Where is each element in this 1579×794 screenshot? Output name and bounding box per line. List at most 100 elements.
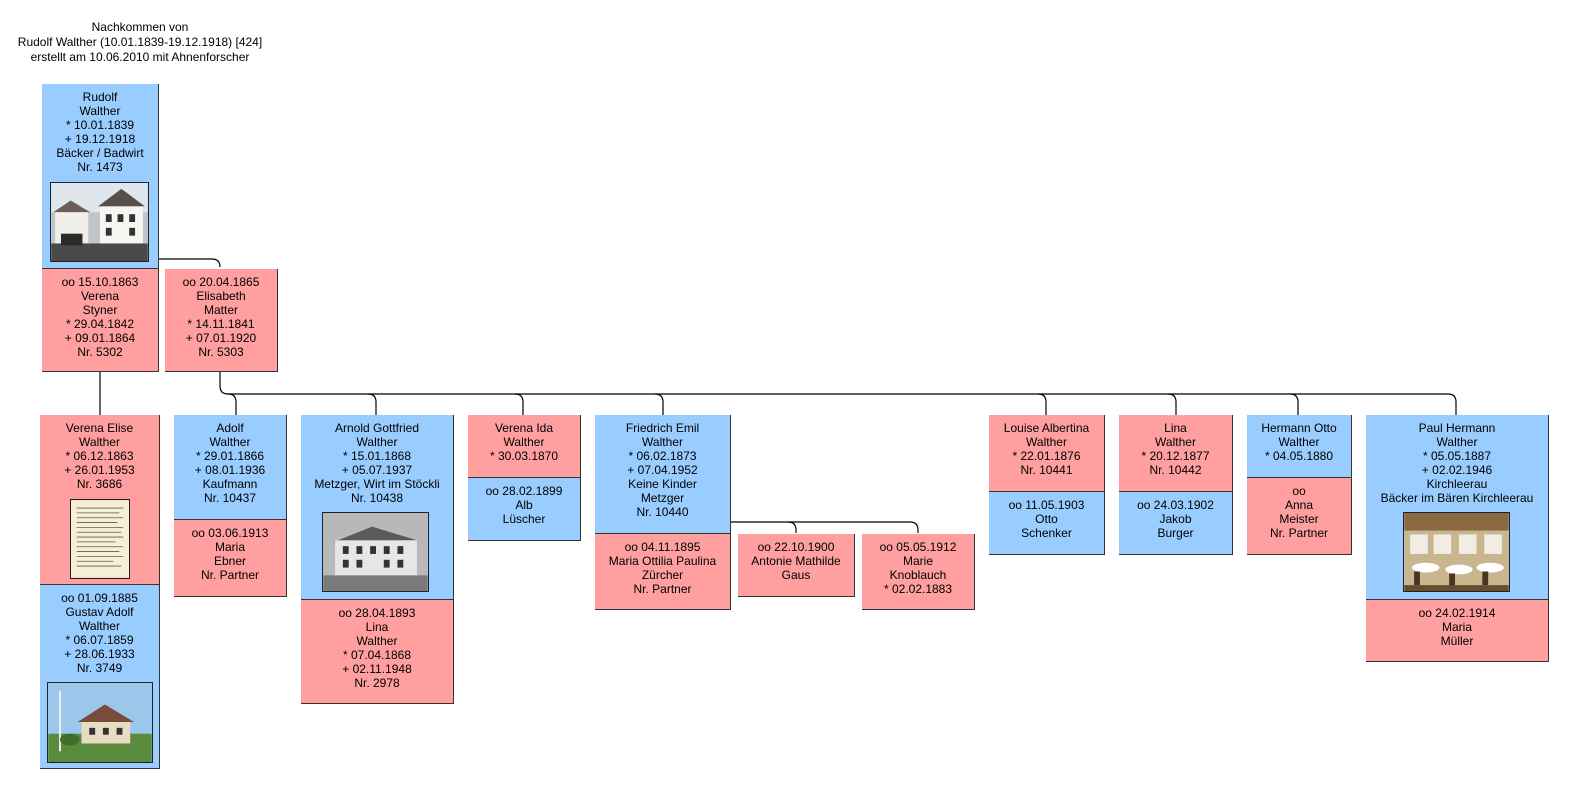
- person-louise-albertina-walther[interactable]: Louise Albertina Walther * 22.01.1876 Nr…: [989, 415, 1105, 492]
- death-date: + 02.11.1948: [342, 662, 412, 676]
- person-number: Nr. 2978: [354, 676, 400, 690]
- marriage-date: oo 01.09.1885: [61, 591, 138, 605]
- marriage-date: oo 24.03.1902: [1137, 498, 1214, 512]
- name-first: Lina: [1164, 421, 1187, 435]
- death-date: + 19.12.1918: [64, 132, 136, 146]
- spouse-elisabeth-matter[interactable]: oo 20.04.1865 Elisabeth Matter * 14.11.1…: [165, 269, 278, 372]
- person-number: Nr. 10441: [1020, 463, 1073, 477]
- spouse-marie-knoblauch[interactable]: oo 05.05.1912 Marie Knoblauch * 02.02.18…: [862, 534, 975, 610]
- name-last: Walther: [642, 435, 683, 449]
- name-first: Otto: [1035, 512, 1058, 526]
- birth-date: * 14.11.1841: [187, 317, 255, 331]
- header-line-3: erstellt am 10.06.2010 mit Ahnenforscher: [30, 50, 250, 64]
- birth-date: * 05.05.1887: [1422, 449, 1492, 463]
- death-date: + 07.04.1952: [627, 463, 698, 477]
- name-first: Gustav Adolf: [65, 605, 134, 619]
- name-first: Arnold Gottfried: [334, 421, 420, 435]
- name-last: Matter: [203, 303, 238, 317]
- marriage-date: oo 11.05.1903: [1008, 498, 1085, 512]
- person-number: Nr. 5302: [77, 345, 123, 359]
- occupation: Bäcker / Badwirt: [56, 146, 144, 160]
- spouse-verena-styner[interactable]: oo 15.10.1863 Verena Styner * 29.04.1842…: [42, 269, 159, 372]
- person-lina-walther[interactable]: Lina Walther * 20.12.1877 Nr. 10442: [1119, 415, 1233, 492]
- person-number: Nr. 10440: [636, 505, 689, 519]
- birth-date: * 22.01.1876: [1012, 449, 1081, 463]
- photo-handwritten-document: [70, 499, 130, 579]
- death-date: + 05.07.1937: [341, 463, 413, 477]
- death-date: + 02.02.1946: [1421, 463, 1493, 477]
- name-first: Adolf: [216, 421, 244, 435]
- spouse-maria-zuercher[interactable]: oo 04.11.1895 Maria Ottilia Paulina Zürc…: [595, 534, 731, 610]
- birth-date: * 30.03.1870: [489, 449, 559, 463]
- person-rudolf-walther[interactable]: Rudolf Walther * 10.01.1839 + 19.12.1918…: [42, 84, 159, 269]
- photo-inn: [322, 512, 429, 592]
- name-first: Jakob: [1159, 512, 1192, 526]
- photo-restaurant-interior: [1403, 512, 1510, 592]
- name-first: Elisabeth: [196, 289, 246, 303]
- person-verena-ida-walther[interactable]: Verena Ida Walther * 30.03.1870: [468, 415, 581, 478]
- birth-date: * 06.07.1859: [65, 633, 134, 647]
- name-first: Rudolf: [82, 90, 118, 104]
- occupation: Bäcker im Bären Kirchleerau: [1380, 491, 1534, 505]
- marriage-date: oo 15.10.1863: [61, 275, 139, 289]
- header-line-1: Nachkommen von: [91, 20, 189, 34]
- birth-date: * 07.04.1868: [342, 648, 412, 662]
- name-last: Walther: [79, 435, 120, 449]
- name-first: Anna: [1284, 498, 1314, 512]
- marriage-date: oo: [1292, 484, 1306, 498]
- name-first: Louise Albertina: [1003, 421, 1090, 435]
- birth-date: * 15.01.1868: [342, 449, 412, 463]
- person-number: Nr. Partner: [633, 582, 692, 596]
- marriage-date: oo 28.04.1893: [338, 606, 416, 620]
- marriage-date: oo 28.02.1899: [485, 484, 563, 498]
- marriage-date: oo 20.04.1865: [182, 275, 260, 289]
- birth-date: * 10.01.1839: [65, 118, 135, 132]
- person-hermann-otto-walther[interactable]: Hermann Otto Walther * 04.05.1880: [1247, 415, 1352, 478]
- spouse-maria-ebner[interactable]: oo 03.06.1913 Maria Ebner Nr. Partner: [174, 520, 287, 597]
- photo-building: [50, 182, 149, 262]
- marriage-date: oo 05.05.1912: [879, 540, 957, 554]
- spouse-lina-walther[interactable]: oo 28.04.1893 Lina Walther * 07.04.1868 …: [301, 600, 454, 704]
- person-number: Nr. 3749: [76, 661, 123, 675]
- marriage-date: oo 22.10.1900: [757, 540, 835, 554]
- person-number: Nr. 10437: [203, 491, 257, 505]
- spouse-maria-mueller[interactable]: oo 24.02.1914 Maria Müller: [1366, 600, 1549, 662]
- name-first: Maria: [1441, 620, 1472, 634]
- name-last: Walther: [79, 619, 120, 633]
- occupation: Metzger, Wirt im Stöckli: [314, 477, 440, 491]
- marriage-date: oo 03.06.1913: [191, 526, 269, 540]
- name-last: Burger: [1157, 526, 1194, 540]
- name-last: Walther: [356, 435, 398, 449]
- name-last: Styner: [82, 303, 118, 317]
- spouse-jakob-burger[interactable]: oo 24.03.1902 Jakob Burger: [1119, 492, 1233, 555]
- birth-date: * 02.02.1883: [883, 582, 953, 596]
- name-last: Walther: [1026, 435, 1067, 449]
- name-last: Walther: [1155, 435, 1196, 449]
- person-number: Nr. 10438: [350, 491, 404, 505]
- name-last: Knoblauch: [889, 568, 947, 582]
- occupation: Metzger: [640, 491, 685, 505]
- name-first: Hermann Otto: [1261, 421, 1337, 435]
- name-last: Walther: [1436, 435, 1478, 449]
- death-date: + 28.06.1933: [64, 647, 135, 661]
- name-last: Ebner: [213, 554, 247, 568]
- birth-date: * 20.12.1877: [1141, 449, 1210, 463]
- name-first: Verena Elise: [65, 421, 134, 435]
- spouse-otto-schenker[interactable]: oo 11.05.1903 Otto Schenker: [989, 492, 1105, 555]
- marriage-date: oo 24.02.1914: [1418, 606, 1496, 620]
- person-friedrich-emil-walther[interactable]: Friedrich Emil Walther * 06.02.1873 + 07…: [595, 415, 731, 534]
- spouse-antonie-gaus[interactable]: oo 22.10.1900 Antonie Mathilde Gaus: [738, 534, 855, 597]
- person-adolf-walther[interactable]: Adolf Walther * 29.01.1866 + 08.01.1936 …: [174, 415, 287, 520]
- person-number: Nr. Partner: [200, 568, 260, 582]
- death-date: + 09.01.1864: [64, 331, 136, 345]
- name-last: Meister: [1279, 512, 1319, 526]
- name-first: Marie: [902, 554, 933, 568]
- death-date: + 07.01.1920: [185, 331, 257, 345]
- name-first: Paul Hermann: [1418, 421, 1496, 435]
- name-last: Schenker: [1021, 526, 1072, 540]
- name-first: Friedrich Emil: [625, 421, 700, 435]
- spouse-anna-meister[interactable]: oo Anna Meister Nr. Partner: [1247, 478, 1352, 555]
- name-first: Verena Ida: [494, 421, 554, 435]
- spouse-alb-luescher[interactable]: oo 28.02.1899 Alb Lüscher: [468, 478, 581, 541]
- birth-date: * 04.05.1880: [1264, 449, 1334, 463]
